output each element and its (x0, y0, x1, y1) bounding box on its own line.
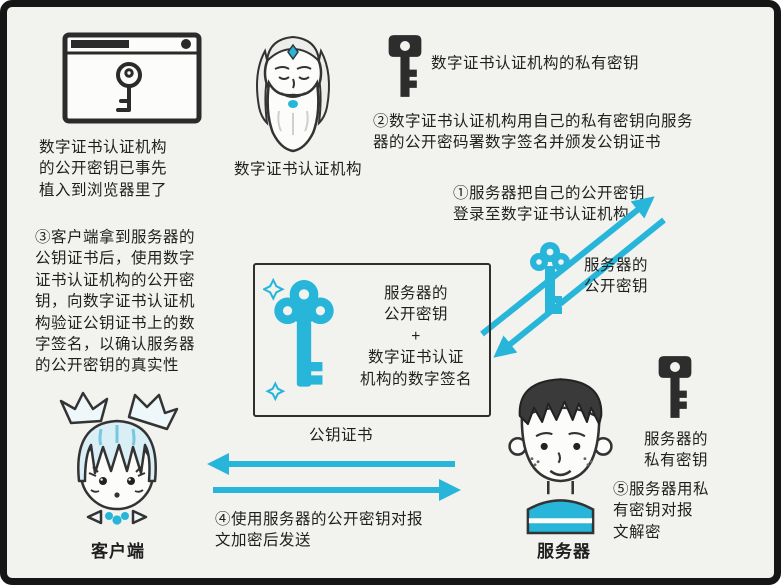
ca-label: 数字证书认证机构 (233, 161, 362, 178)
certificate-key-icon (263, 277, 334, 402)
ca-private-key-icon (388, 35, 422, 97)
server-private-key-label: 服务器的 私有密钥 (644, 431, 709, 470)
client-figure (59, 391, 179, 525)
certificate-authority-figure (256, 35, 330, 153)
step-4-text: ④使用服务器的公开密钥对报 文加密后发送 (215, 511, 424, 550)
browser-note-text: 数字证书认证机构 的公开密钥已事先 植入到浏览器里了 (39, 139, 168, 199)
certificate-content-text: 服务器的 公开密钥 + 数字证书认证 机构的数字签名 (359, 285, 472, 388)
server-public-key-label: 服务器的 公开密钥 (584, 257, 649, 296)
certificate-box (253, 263, 491, 417)
step-5-text: ⑤服务器用私 有密钥对报 文解密 (613, 481, 710, 541)
browser-window-icon (62, 32, 202, 124)
server-private-key-icon (658, 356, 692, 418)
step-1-text: ①服务器把自己的公开密钥 登录至数字证书认证机构 (453, 185, 646, 224)
server-label: 服务器 (537, 542, 591, 561)
ca-private-key-label: 数字证书认证机构的私有密钥 (431, 55, 640, 72)
certificate-label: 公钥证书 (308, 427, 373, 444)
client-label: 客户端 (91, 542, 145, 561)
server-figure (508, 378, 613, 535)
client-server-arrows-icon (207, 453, 461, 501)
server-public-key-icon (530, 242, 570, 314)
step-2-text: ②数字证书认证机构用自己的私有密钥向服务 器的公开密码署数字签名并颁发公钥证书 (373, 113, 694, 152)
step-3-text: ③客户端拿到服务器的公钥证书后，使用数字证书认证机构的公开密钥，向数字证书认证机… (35, 229, 196, 375)
